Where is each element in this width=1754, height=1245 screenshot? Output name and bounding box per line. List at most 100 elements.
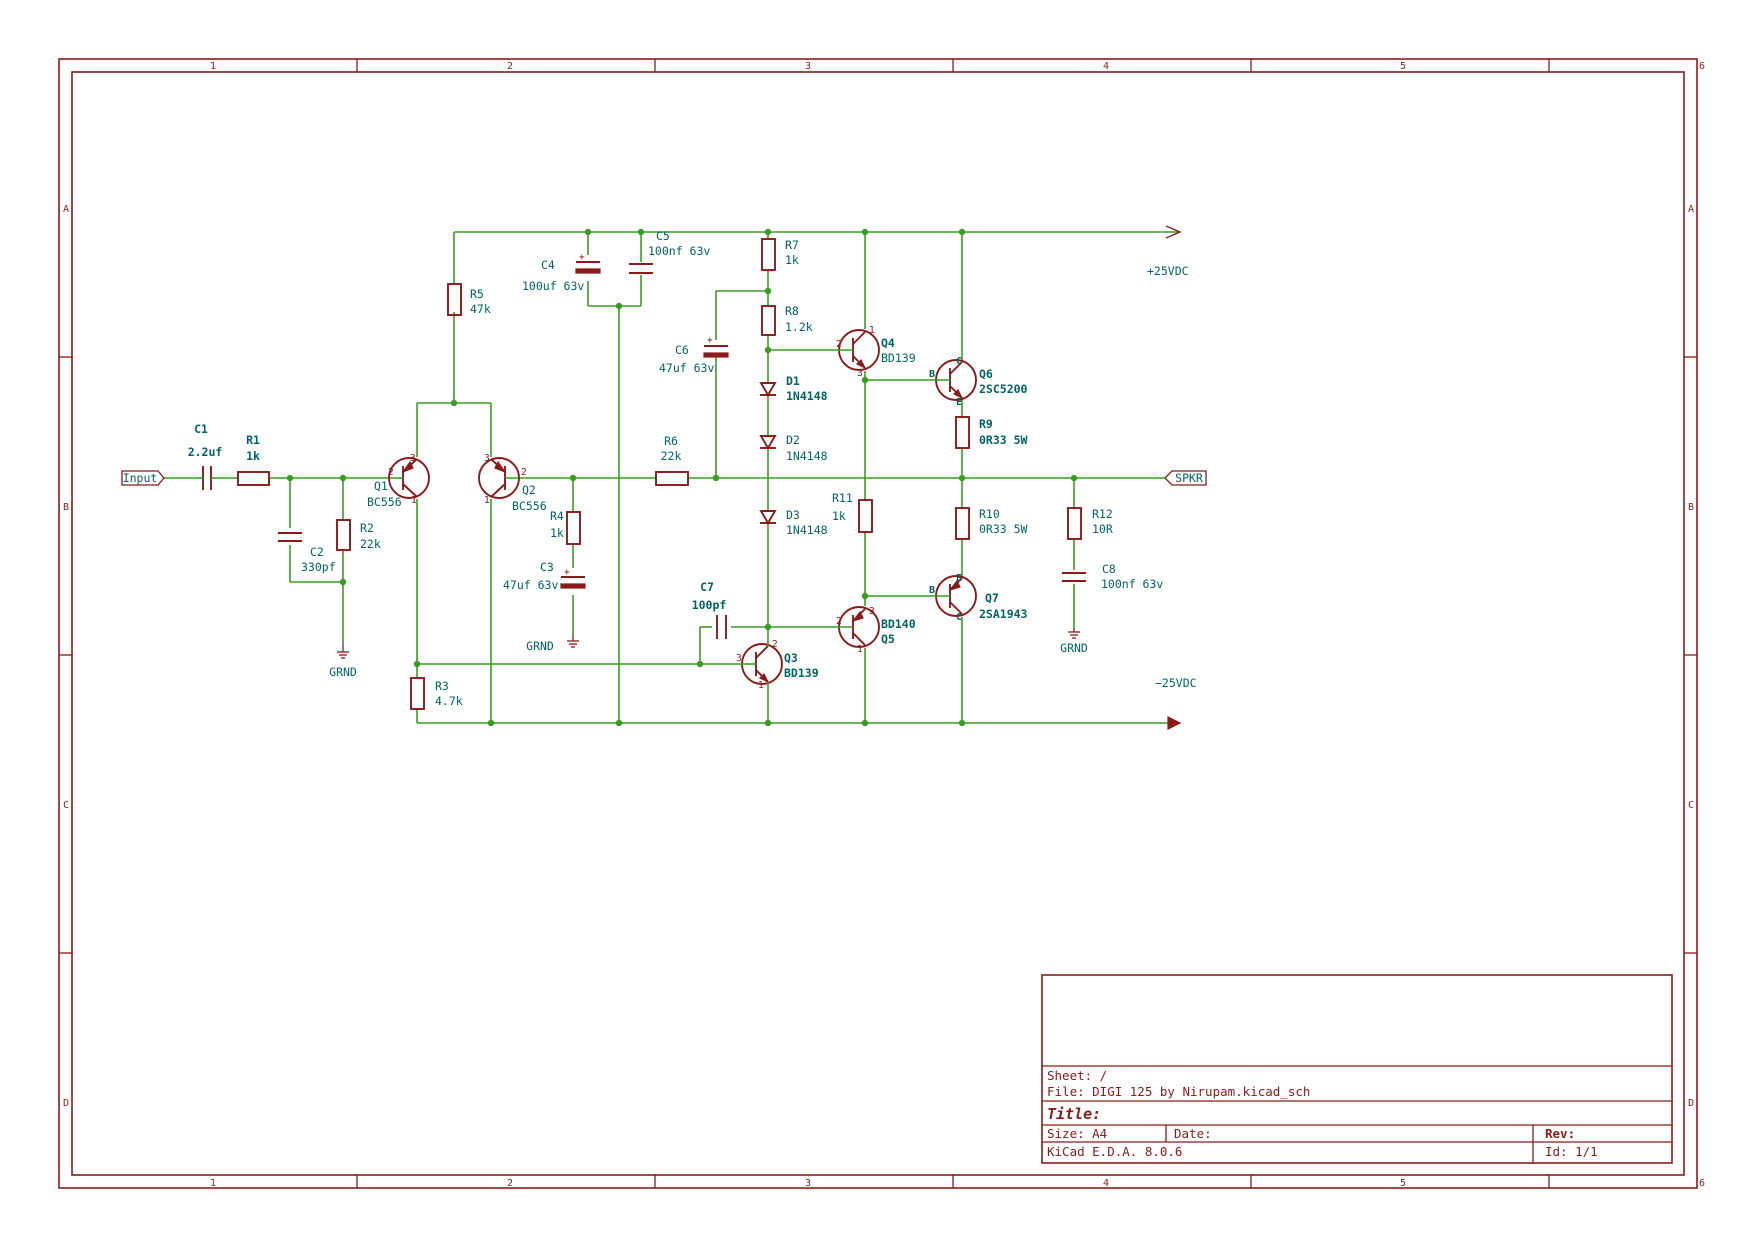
title-block-sheet: Sheet: / — [1047, 1068, 1107, 1083]
col-label-bottom-1: 1 — [210, 1178, 216, 1189]
col-label-top-4: 4 — [1103, 61, 1109, 72]
r6-ref: R6 — [664, 434, 678, 448]
r1-ref: R1 — [246, 433, 260, 447]
d3-ref: D3 — [786, 508, 800, 522]
r10-ref: R10 — [979, 507, 1000, 521]
q4-ref: Q4 — [881, 336, 895, 350]
q6-pin-collector: C — [956, 356, 962, 367]
r9-ref: R9 — [979, 417, 993, 431]
q4-pin-emitter: 3 — [857, 368, 863, 379]
resistor-r5-symbol[interactable] — [447, 283, 462, 316]
speaker-output-label: SPKR — [1175, 471, 1203, 485]
resistor-r6-symbol[interactable] — [655, 471, 689, 486]
col-label-bottom-2: 2 — [507, 1178, 513, 1189]
junctions — [286, 228, 1078, 727]
speaker-output-port[interactable]: SPKR — [1164, 470, 1207, 486]
q4-pin-base: 2 — [836, 339, 842, 350]
c6-ref: C6 — [675, 343, 689, 357]
resistor-r9-symbol[interactable] — [955, 416, 970, 449]
q2-pin-collector: 1 — [484, 495, 490, 506]
c6-value: 47uf 63v — [659, 361, 714, 375]
c7-value: 100pf — [692, 598, 727, 612]
capacitor-c7-symbol[interactable] — [716, 615, 727, 639]
c2-ref: C2 — [310, 545, 324, 559]
capacitor-c2-symbol[interactable] — [278, 532, 302, 542]
capacitor-c5-symbol[interactable] — [629, 263, 653, 274]
diode-d1-symbol[interactable] — [759, 382, 777, 397]
q5-pin-base: 2 — [836, 616, 842, 627]
resistor-r4-symbol[interactable] — [566, 511, 581, 545]
q2-pin-base: 2 — [521, 467, 527, 478]
r7-ref: R7 — [785, 238, 799, 252]
title-block-title: Title: — [1047, 1105, 1101, 1123]
resistor-r3-symbol[interactable] — [410, 677, 425, 710]
ground-label-c3: GRND — [526, 639, 554, 653]
q3-value: BD139 — [784, 666, 819, 680]
q3-ref: Q3 — [784, 651, 798, 665]
q1-pin-emitter: 3 — [410, 453, 416, 464]
transistor-q4-symbol[interactable] — [833, 329, 880, 371]
neg-supply-label: −25VDC — [1155, 676, 1197, 690]
resistor-r12-symbol[interactable] — [1067, 507, 1082, 540]
q5-ref: Q5 — [881, 632, 895, 646]
transistor-q2-symbol[interactable] — [478, 457, 520, 499]
col-label-bottom-6: 6 — [1699, 1178, 1705, 1189]
resistor-r2-symbol[interactable] — [336, 519, 351, 551]
diode-d2-symbol[interactable] — [759, 435, 777, 450]
q1-pin-collector: 1 — [411, 495, 417, 506]
title-block-date: Date: — [1174, 1126, 1212, 1141]
q5-pin-emitter: 3 — [869, 606, 875, 617]
r7-value: 1k — [785, 253, 799, 267]
title-block-size: Size: A4 — [1047, 1126, 1107, 1141]
transistor-q7-symbol[interactable] — [920, 575, 977, 617]
transistor-q6-symbol[interactable] — [920, 359, 977, 401]
row-label-right-d: D — [1688, 1098, 1694, 1109]
zone-labels: 1 2 3 4 5 6 1 2 3 4 5 6 A B C D A B C D — [63, 61, 1705, 1189]
resistor-r7-symbol[interactable] — [761, 238, 776, 271]
transistor-q3-symbol[interactable] — [741, 643, 783, 685]
col-label-bottom-5: 5 — [1400, 1178, 1406, 1189]
resistor-r10-symbol[interactable] — [955, 507, 970, 540]
r8-value: 1.2k — [785, 320, 813, 334]
c4-value: 100uf 63v — [522, 279, 584, 293]
ground-symbol-c8 — [1068, 628, 1080, 639]
resistor-r1-symbol[interactable] — [237, 471, 270, 486]
r5-ref: R5 — [470, 287, 484, 301]
resistor-r8-symbol[interactable] — [761, 305, 776, 336]
transistor-q5-symbol[interactable] — [833, 606, 880, 648]
capacitor-c6-symbol[interactable]: + — [703, 335, 729, 358]
r9-value: 0R33 5W — [979, 433, 1028, 447]
c1-value: 2.2uf — [188, 445, 223, 459]
d2-value: 1N4148 — [786, 449, 828, 463]
col-label-top-5: 5 — [1400, 61, 1406, 72]
ground-label-r2: GRND — [329, 665, 357, 679]
capacitor-c8-symbol[interactable] — [1062, 572, 1086, 582]
col-label-top-3: 3 — [805, 61, 811, 72]
q7-value: 2SA1943 — [979, 607, 1028, 621]
d2-ref: D2 — [786, 433, 800, 447]
c7-ref: C7 — [700, 580, 714, 594]
c1-ref: C1 — [194, 422, 208, 436]
diode-d3-symbol[interactable] — [759, 510, 777, 525]
r11-value: 1k — [832, 509, 846, 523]
capacitor-c3-symbol[interactable]: + — [560, 567, 586, 589]
resistor-r11-symbol[interactable] — [858, 499, 873, 533]
capacitor-c1-symbol[interactable] — [195, 466, 218, 490]
q4-pin-collector: 1 — [869, 325, 875, 336]
c5-value: 100nf 63v — [648, 244, 710, 258]
capacitor-c4-symbol[interactable]: + — [575, 252, 601, 274]
col-label-bottom-4: 4 — [1103, 1178, 1109, 1189]
row-label-left-c: C — [63, 800, 69, 811]
pos-rail-arrow-icon — [1165, 225, 1182, 239]
q1-ref: Q1 — [374, 479, 388, 493]
neg-rail-arrow-icon — [1167, 716, 1182, 730]
input-port[interactable]: Input — [121, 470, 165, 486]
c2-value: 330pf — [301, 560, 336, 574]
transistor-q1-symbol[interactable] — [388, 457, 430, 499]
r10-value: 0R33 5W — [979, 522, 1028, 536]
r1-value: 1k — [246, 449, 260, 463]
q2-ref: Q2 — [522, 483, 536, 497]
q3-pin-collector: 2 — [772, 639, 778, 650]
